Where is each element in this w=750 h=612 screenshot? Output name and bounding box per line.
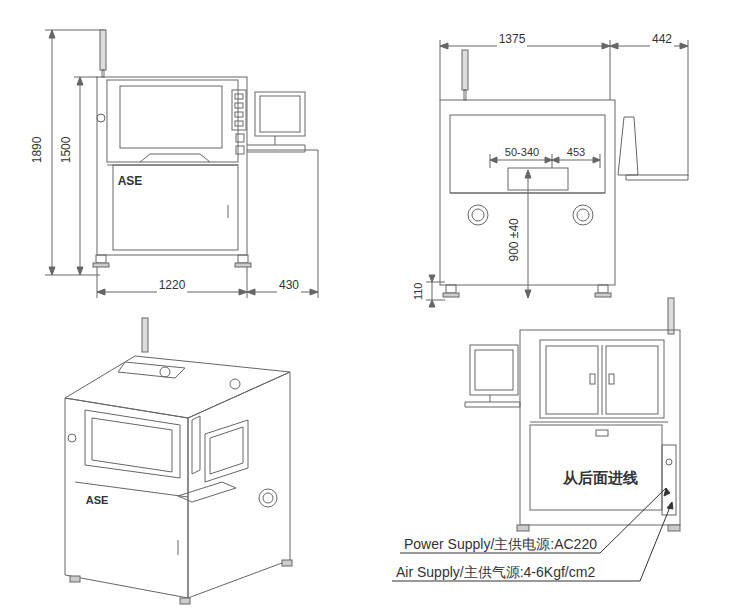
logo-text: ASE (84, 494, 111, 507)
dimension-label: 1500 (60, 135, 74, 166)
dimension-label: 110 (413, 280, 426, 302)
dimension-label: 430 (277, 279, 301, 293)
side-view (426, 40, 688, 307)
note-text: 从后面进线 (561, 469, 640, 486)
dimension-label: 50-340 (503, 146, 541, 159)
dimension-label: 453 (565, 146, 587, 159)
isometric-view (65, 318, 292, 604)
supply-note: Power Supply/主供电源:AC220 (402, 536, 599, 552)
dimension-label: 1375 (497, 33, 528, 47)
dimension-label: 442 (650, 33, 674, 47)
dimension-label: 900 ±40 (508, 216, 522, 263)
dimension-label: 1220 (157, 279, 188, 293)
supply-note: Air Supply/主供气源:4-6Kgf/cm2 (394, 564, 597, 580)
front-view (45, 30, 318, 298)
logo-text: ASE (116, 175, 145, 189)
dimension-label: 1890 (31, 135, 45, 166)
rear-view (392, 298, 680, 581)
